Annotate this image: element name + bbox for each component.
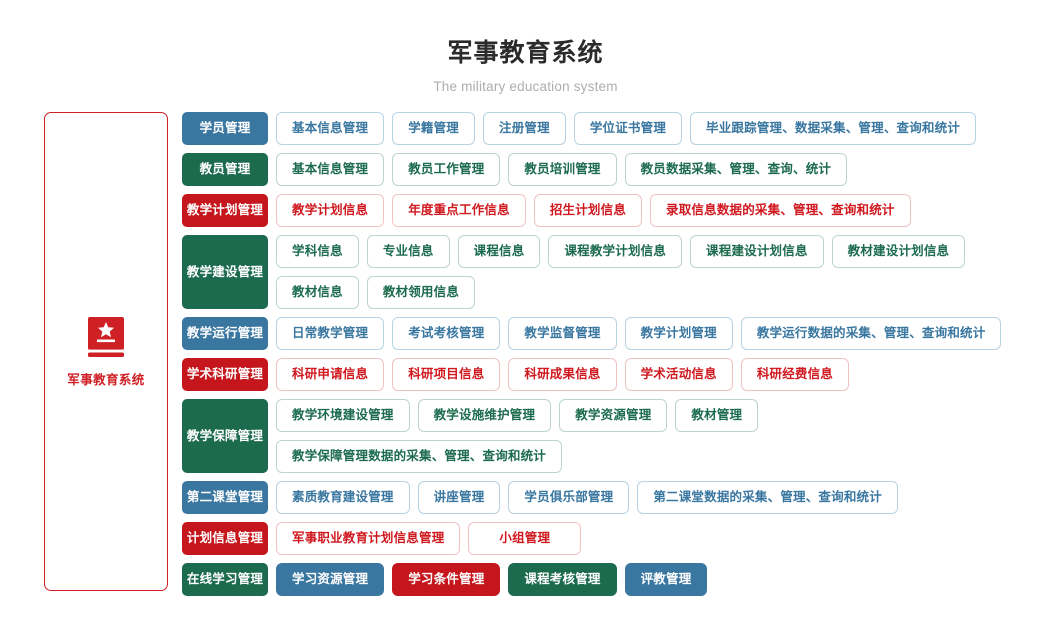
module-item[interactable]: 教学监督管理: [508, 317, 617, 351]
sidebar-brand-label: 军事教育系统: [67, 372, 145, 387]
module-item[interactable]: 日常教学管理: [276, 317, 385, 351]
module-item[interactable]: 素质教育建设管理: [276, 481, 410, 515]
category-items: 科研申请信息科研项目信息科研成果信息学术活动信息科研经费信息: [276, 358, 1041, 392]
module-item[interactable]: 教学运行数据的采集、管理、查询和统计: [740, 317, 1002, 351]
module-item[interactable]: 学员俱乐部管理: [508, 481, 630, 515]
page-title: 军事教育系统: [447, 39, 604, 67]
module-item[interactable]: 评教管理: [624, 563, 708, 597]
module-item[interactable]: 教员工作管理: [392, 153, 501, 187]
category-label-4[interactable]: 教学建设管理: [182, 235, 268, 310]
module-item[interactable]: 小组管理: [468, 522, 582, 556]
module-item[interactable]: 毕业跟踪管理、数据采集、管理、查询和统计: [690, 112, 977, 146]
category-rows: 学员管理基本信息管理学籍管理注册管理学位证书管理毕业跟踪管理、数据采集、管理、查…: [182, 112, 1051, 604]
page-subtitle: The military education system: [433, 79, 618, 95]
category-row: 教学计划管理教学计划信息年度重点工作信息招生计划信息录取信息数据的采集、管理、查…: [182, 194, 1041, 228]
module-item[interactable]: 教员数据采集、管理、查询、统计: [624, 153, 848, 187]
category-items: 教学计划信息年度重点工作信息招生计划信息录取信息数据的采集、管理、查询和统计: [276, 194, 1041, 228]
module-item[interactable]: 课程考核管理: [508, 563, 617, 597]
category-items: 学科信息专业信息课程信息课程教学计划信息课程建设计划信息教材建设计划信息教材信息…: [276, 235, 1041, 310]
module-item[interactable]: 教材建设计划信息: [831, 235, 966, 269]
module-item[interactable]: 学习资源管理: [276, 563, 385, 597]
module-item[interactable]: 学籍管理: [392, 112, 476, 146]
category-label-6[interactable]: 学术科研管理: [182, 358, 268, 392]
category-row: 在线学习管理学习资源管理学习条件管理课程考核管理评教管理: [182, 563, 1041, 597]
category-label-1[interactable]: 学员管理: [182, 112, 268, 146]
page-header: 军事教育系统 The military education system: [0, 0, 1051, 94]
category-label-2[interactable]: 教员管理: [182, 153, 268, 187]
category-items: 学习资源管理学习条件管理课程考核管理评教管理: [276, 563, 1041, 597]
category-label-8[interactable]: 第二课堂管理: [182, 481, 268, 515]
category-items: 军事职业教育计划信息管理小组管理: [276, 522, 1041, 556]
category-row: 学术科研管理科研申请信息科研项目信息科研成果信息学术活动信息科研经费信息: [182, 358, 1041, 392]
module-item[interactable]: 学科信息: [276, 235, 359, 269]
category-row: 教学建设管理学科信息专业信息课程信息课程教学计划信息课程建设计划信息教材建设计划…: [182, 235, 1041, 310]
module-item[interactable]: 科研项目信息: [392, 358, 501, 392]
category-row: 教学保障管理教学环境建设管理教学设施维护管理教学资源管理教材管理教学保障管理数据…: [182, 399, 1041, 474]
module-item[interactable]: 军事职业教育计划信息管理: [276, 522, 461, 556]
category-items: 基本信息管理教员工作管理教员培训管理教员数据采集、管理、查询、统计: [276, 153, 1041, 187]
module-item[interactable]: 教学资源管理: [559, 399, 668, 433]
category-row: 计划信息管理军事职业教育计划信息管理小组管理: [182, 522, 1041, 556]
category-label-7[interactable]: 教学保障管理: [182, 399, 268, 474]
module-item[interactable]: 学位证书管理: [573, 112, 683, 146]
category-items: 日常教学管理考试考核管理教学监督管理教学计划管理教学运行数据的采集、管理、查询和…: [276, 317, 1041, 351]
module-item[interactable]: 课程教学计划信息: [548, 235, 683, 269]
book-star-icon: [85, 316, 127, 360]
main-content: 军事教育系统 学员管理基本信息管理学籍管理注册管理学位证书管理毕业跟踪管理、数据…: [0, 94, 1051, 604]
module-item[interactable]: 注册管理: [483, 112, 566, 146]
module-item[interactable]: 第二课堂数据的采集、管理、查询和统计: [637, 481, 898, 515]
category-row: 第二课堂管理素质教育建设管理讲座管理学员俱乐部管理第二课堂数据的采集、管理、查询…: [182, 481, 1041, 515]
module-item[interactable]: 年度重点工作信息: [392, 194, 526, 228]
module-item[interactable]: 教学保障管理数据的采集、管理、查询和统计: [276, 440, 563, 474]
module-item[interactable]: 考试考核管理: [392, 317, 501, 351]
module-item[interactable]: 专业信息: [366, 235, 450, 269]
module-item[interactable]: 招生计划信息: [533, 194, 643, 228]
category-items: 基本信息管理学籍管理注册管理学位证书管理毕业跟踪管理、数据采集、管理、查询和统计: [276, 112, 1041, 146]
module-item[interactable]: 录取信息数据的采集、管理、查询和统计: [650, 194, 911, 228]
module-item[interactable]: 科研成果信息: [508, 358, 617, 392]
sidebar: 军事教育系统: [44, 112, 168, 592]
sidebar-brand-card[interactable]: 军事教育系统: [44, 112, 168, 592]
module-item[interactable]: 学习条件管理: [392, 563, 501, 597]
module-item[interactable]: 基本信息管理: [276, 153, 385, 187]
module-item[interactable]: 科研经费信息: [740, 358, 850, 392]
category-label-3[interactable]: 教学计划管理: [182, 194, 268, 228]
category-items: 教学环境建设管理教学设施维护管理教学资源管理教材管理教学保障管理数据的采集、管理…: [276, 399, 1041, 474]
category-label-5[interactable]: 教学运行管理: [182, 317, 268, 351]
module-item[interactable]: 课程建设计划信息: [690, 235, 824, 269]
category-row: 教学运行管理日常教学管理考试考核管理教学监督管理教学计划管理教学运行数据的采集、…: [182, 317, 1041, 351]
module-item[interactable]: 教材信息: [276, 276, 359, 310]
module-item[interactable]: 教学计划信息: [276, 194, 385, 228]
category-label-9[interactable]: 计划信息管理: [182, 522, 268, 556]
module-item[interactable]: 教材管理: [675, 399, 759, 433]
module-item[interactable]: 教材领用信息: [366, 276, 476, 310]
module-item[interactable]: 讲座管理: [417, 481, 501, 515]
module-item[interactable]: 教学环境建设管理: [276, 399, 410, 433]
category-label-10[interactable]: 在线学习管理: [182, 563, 268, 597]
module-item[interactable]: 科研申请信息: [276, 358, 385, 392]
category-row: 学员管理基本信息管理学籍管理注册管理学位证书管理毕业跟踪管理、数据采集、管理、查…: [182, 112, 1041, 146]
module-item[interactable]: 课程信息: [457, 235, 541, 269]
module-item[interactable]: 教员培训管理: [508, 153, 617, 187]
category-items: 素质教育建设管理讲座管理学员俱乐部管理第二课堂数据的采集、管理、查询和统计: [276, 481, 1041, 515]
module-item[interactable]: 学术活动信息: [624, 358, 733, 392]
category-row: 教员管理基本信息管理教员工作管理教员培训管理教员数据采集、管理、查询、统计: [182, 153, 1041, 187]
module-item[interactable]: 教学计划管理: [624, 317, 733, 351]
module-item[interactable]: 教学设施维护管理: [417, 399, 552, 433]
module-item[interactable]: 基本信息管理: [276, 112, 385, 146]
